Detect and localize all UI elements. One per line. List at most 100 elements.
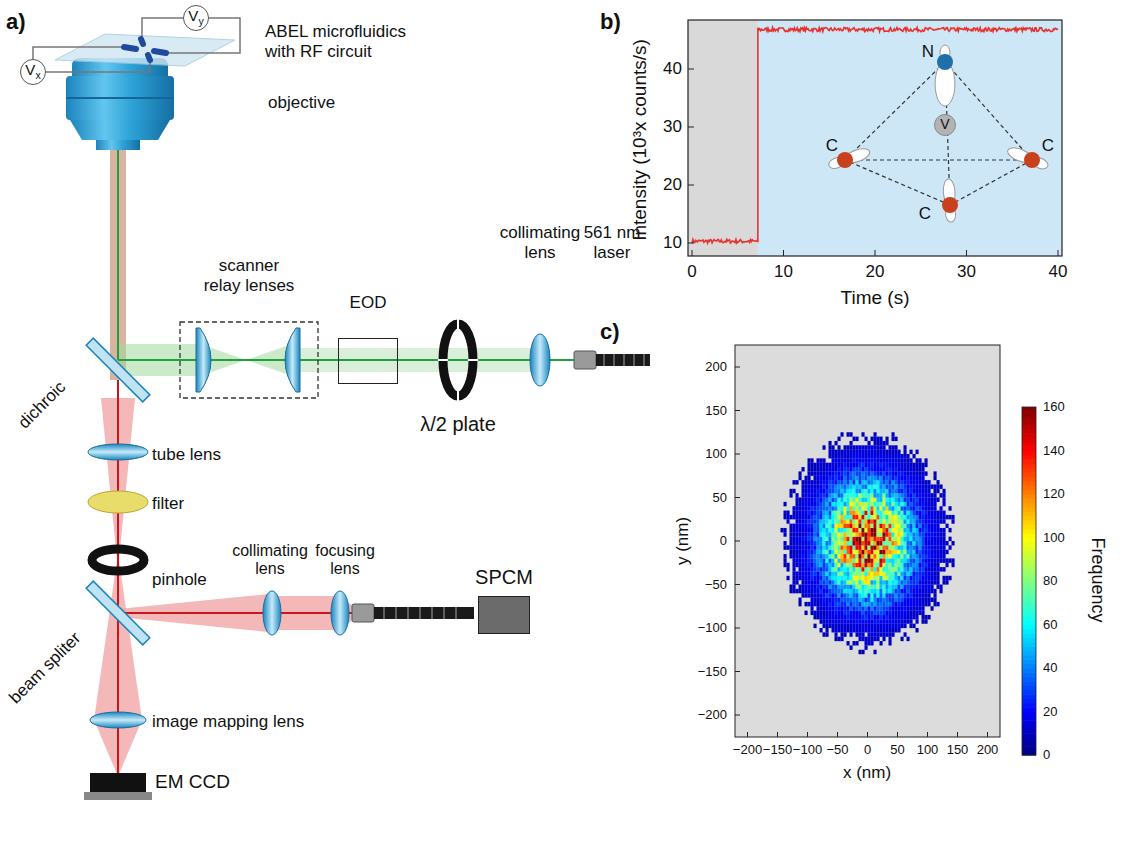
histogram-cell	[844, 585, 847, 589]
histogram-cell	[823, 585, 826, 589]
histogram-cell	[841, 550, 844, 554]
histogram-cell	[904, 484, 907, 488]
histogram-cell	[892, 450, 895, 454]
histogram-cell	[838, 484, 841, 488]
optical-fiber	[603, 354, 605, 366]
histogram-cell	[811, 580, 814, 584]
histogram-cell	[799, 515, 802, 519]
histogram-cell	[910, 571, 913, 575]
histogram-cell	[904, 619, 907, 623]
histogram-cell	[868, 484, 871, 488]
histogram-cell	[877, 576, 880, 580]
histogram-cell	[910, 545, 913, 549]
histogram-cell	[823, 589, 826, 593]
histogram-cell	[889, 632, 892, 636]
histogram-cell	[847, 489, 850, 493]
histogram-cell	[910, 528, 913, 532]
histogram-cell	[889, 515, 892, 519]
histogram-cell	[910, 532, 913, 536]
histogram-cell	[916, 558, 919, 562]
histogram-cell	[871, 489, 874, 493]
half-wave-plate	[468, 359, 478, 361]
histogram-cell	[820, 480, 823, 484]
histogram-cell	[892, 515, 895, 519]
histogram-cell	[805, 489, 808, 493]
histogram-cell	[832, 550, 835, 554]
histogram-cell	[805, 484, 808, 488]
histogram-cell	[814, 537, 817, 541]
histogram-cell	[847, 589, 850, 593]
histogram-cell	[886, 528, 889, 532]
histogram-cell	[877, 498, 880, 502]
histogram-cell	[850, 519, 853, 523]
histogram-cell	[889, 558, 892, 562]
histogram-cell	[856, 606, 859, 610]
histogram-cell	[877, 554, 880, 558]
histogram-cell	[814, 615, 817, 619]
histogram-cell	[793, 489, 796, 493]
histogram-cell	[826, 480, 829, 484]
histogram-cell	[925, 541, 928, 545]
histogram-cell	[823, 576, 826, 580]
histogram-cell	[925, 550, 928, 554]
histogram-cell	[892, 554, 895, 558]
histogram-cell	[790, 515, 793, 519]
histogram-cell	[832, 476, 835, 480]
histogram-cell	[901, 624, 904, 628]
histogram-cell	[901, 476, 904, 480]
histogram-cell	[817, 550, 820, 554]
histogram-cell	[892, 454, 895, 458]
histogram-cell	[889, 489, 892, 493]
histogram-cell	[871, 554, 874, 558]
histogram-cell	[868, 637, 871, 641]
histogram-cell	[811, 506, 814, 510]
histogram-cell	[799, 585, 802, 589]
histogram-cell	[877, 550, 880, 554]
histogram-cell	[856, 437, 859, 441]
histogram-cell	[922, 532, 925, 536]
histogram-cell	[850, 498, 853, 502]
histogram-cell	[856, 511, 859, 515]
histogram-cell	[829, 558, 832, 562]
histogram-cell	[793, 563, 796, 567]
histogram-cell	[895, 498, 898, 502]
histogram-cell	[829, 524, 832, 528]
histogram-cell	[874, 541, 877, 545]
histogram-cell	[814, 567, 817, 571]
histogram-cell	[874, 437, 877, 441]
histogram-cell	[901, 619, 904, 623]
histogram-cell	[808, 498, 811, 502]
histogram-cell	[862, 580, 865, 584]
histogram-cell	[853, 493, 856, 497]
histogram-cell	[883, 532, 886, 536]
histogram-cell	[823, 515, 826, 519]
histogram-cell	[847, 550, 850, 554]
histogram-cell	[910, 624, 913, 628]
histogram-cell	[832, 624, 835, 628]
histogram-cell	[889, 593, 892, 597]
histogram-cell	[850, 563, 853, 567]
histogram-cell	[862, 567, 865, 571]
histogram-cell	[811, 458, 814, 462]
histogram-cell	[835, 502, 838, 506]
histogram-cell	[892, 506, 895, 510]
histogram-cell	[850, 515, 853, 519]
histogram-cell	[886, 532, 889, 536]
histogram-cell	[862, 615, 865, 619]
histogram-cell	[886, 467, 889, 471]
optical-fiber	[643, 354, 645, 366]
histogram-cell	[913, 593, 916, 597]
histogram-cell	[877, 558, 880, 562]
histogram-cell	[796, 502, 799, 506]
histogram-cell	[871, 437, 874, 441]
histogram-cell	[814, 602, 817, 606]
histogram-cell	[841, 506, 844, 510]
histogram-cell	[817, 519, 820, 523]
optical-fiber	[352, 604, 374, 622]
histogram-cell	[865, 498, 868, 502]
histogram-cell	[841, 571, 844, 575]
histogram-cell	[847, 467, 850, 471]
histogram-cell	[883, 471, 886, 475]
histogram-cell	[907, 558, 910, 562]
histogram-cell	[817, 458, 820, 462]
